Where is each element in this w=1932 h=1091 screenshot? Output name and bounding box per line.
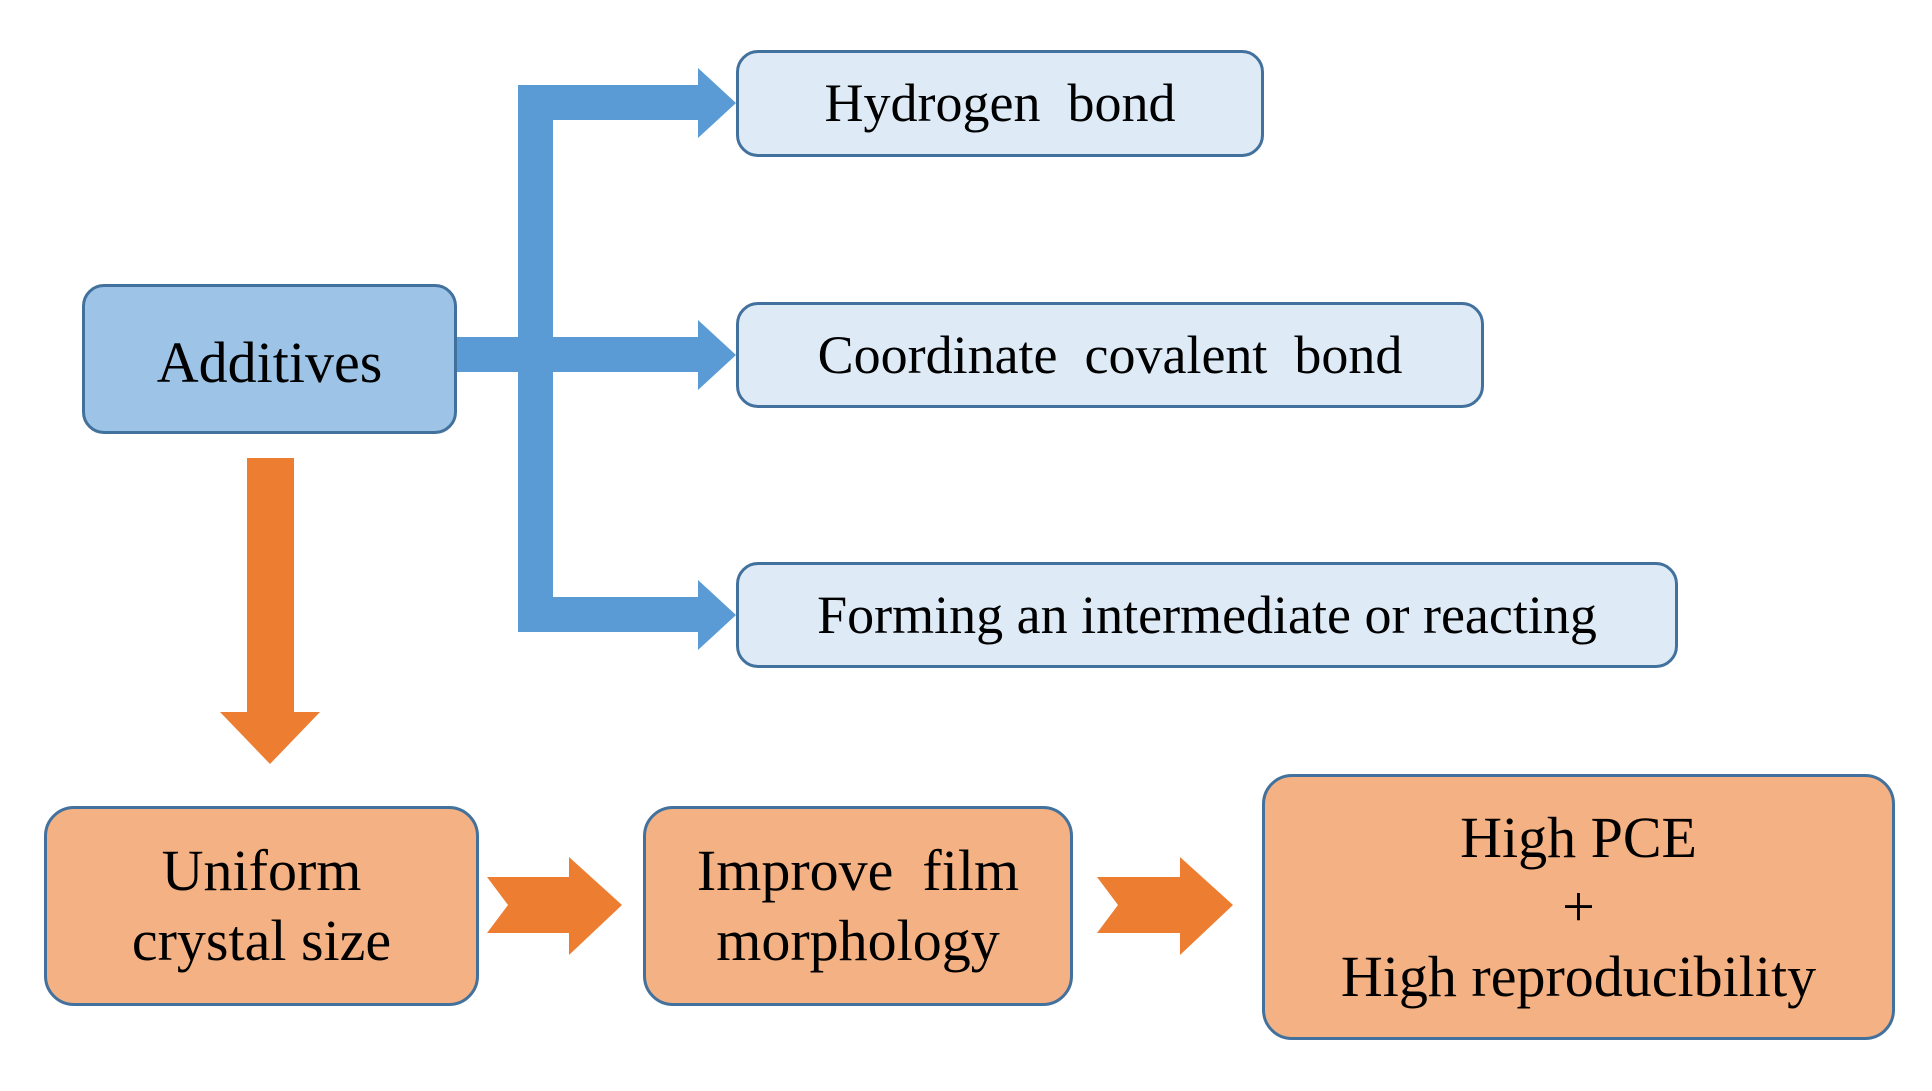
hydrogen-bond-box: Hydrogen bond	[736, 50, 1264, 157]
uniform-label-line-1: Uniform	[161, 838, 362, 904]
high-pce-outcome-box: High PCE + High reproducibility	[1262, 774, 1895, 1040]
intermediate-label: Forming an intermediate or reacting	[817, 584, 1597, 645]
uniform-crystal-size-box: Uniform crystal size	[44, 806, 479, 1006]
orange-arrow-morphology-to-outcome	[1097, 857, 1233, 955]
additives-box: Additives	[82, 284, 457, 434]
orange-arrow-uniform-to-morphology	[487, 857, 622, 955]
outcome-label-line-3: High reproducibility	[1340, 943, 1817, 1009]
additives-label: Additives	[156, 330, 383, 396]
improve-film-morphology-box: Improve film morphology	[643, 806, 1073, 1006]
intermediate-box: Forming an intermediate or reacting	[736, 562, 1678, 668]
coordinate-bond-box: Coordinate covalent bond	[736, 302, 1484, 408]
blue-arrow-to-intermediate	[518, 580, 736, 650]
uniform-label-line-2: crystal size	[131, 908, 392, 973]
orange-down-arrow	[220, 458, 320, 764]
coordinate-bond-label: Coordinate covalent bond	[817, 324, 1403, 385]
blue-arrow-to-coordinate-bond	[535, 320, 736, 390]
blue-arrow-to-hydrogen-bond	[518, 68, 736, 138]
morphology-label-line-1: Improve film	[696, 838, 1020, 904]
outcome-label-line-1: High PCE	[1460, 804, 1697, 870]
morphology-label-line-2: morphology	[716, 908, 1000, 973]
outcome-label-line-2: +	[1562, 874, 1595, 940]
hydrogen-bond-label: Hydrogen bond	[824, 73, 1176, 134]
